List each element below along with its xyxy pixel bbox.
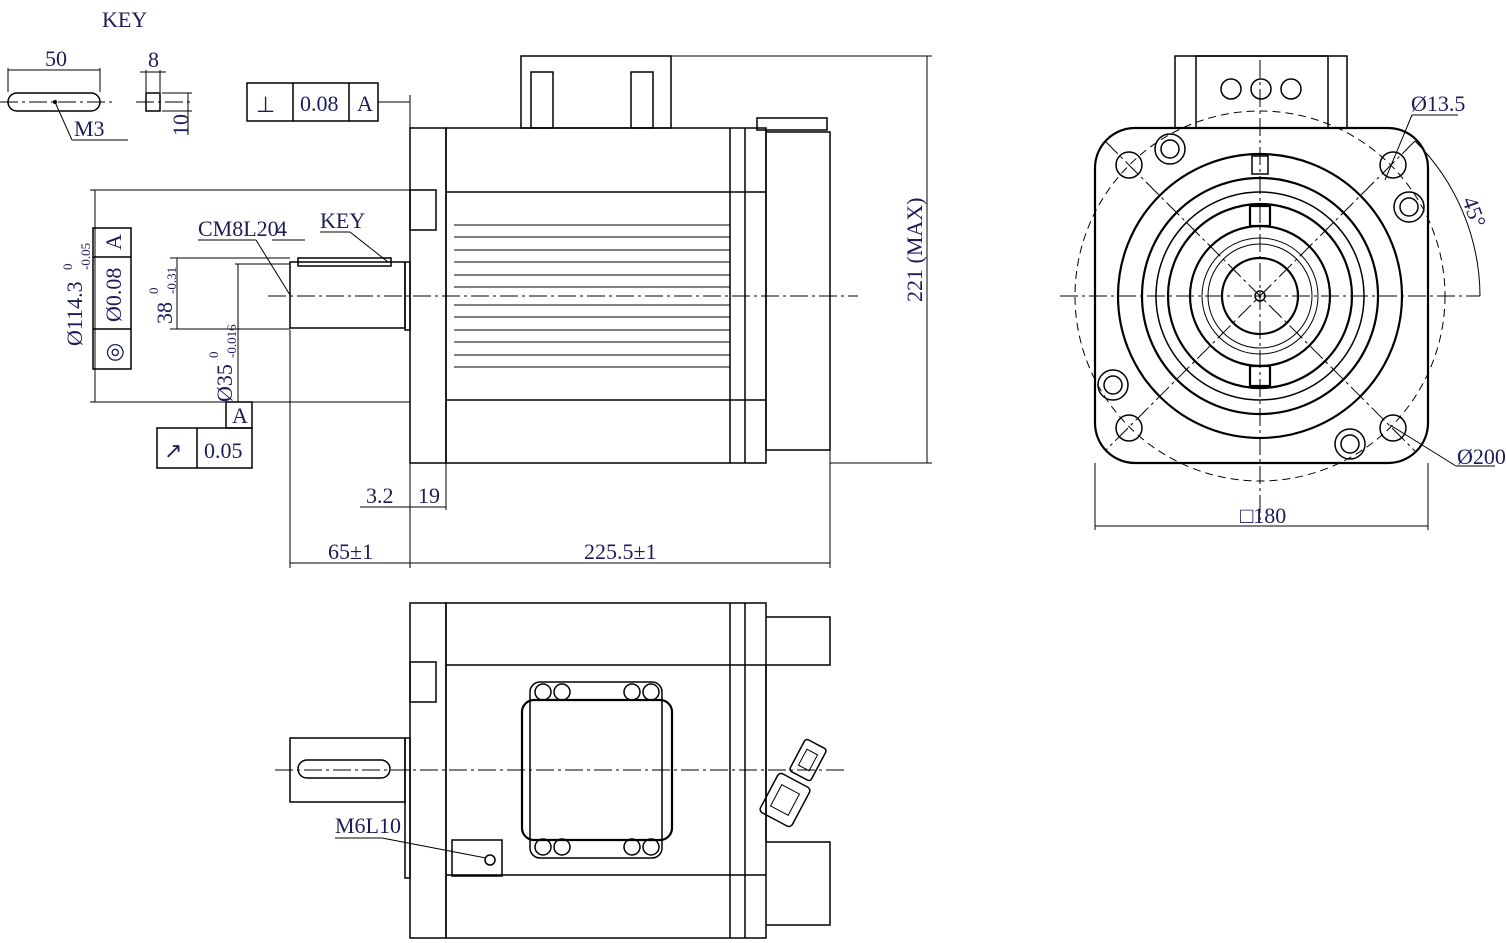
- key-height-upper: 0: [146, 288, 161, 295]
- key-height-value: 38: [152, 302, 177, 324]
- key-height: 10: [168, 114, 193, 136]
- perpendicularity-tolerance: 0.08: [300, 91, 339, 116]
- key-width: 8: [148, 47, 159, 72]
- side-view: Ø114.3 0 -0.05 A Ø0.08 ◎ 38 0 -0.31 Ø35 …: [60, 55, 932, 568]
- perpendicularity-datum: A: [357, 91, 373, 116]
- bottom-thread-label: M6L10: [335, 813, 401, 838]
- flange-depth: 19: [418, 483, 440, 508]
- body-length: 225.5±1: [584, 539, 657, 564]
- runout-tolerance: 0.05: [204, 438, 243, 463]
- flange-thickness: 3.2: [366, 483, 394, 508]
- thread-label: CM8L20: [198, 216, 279, 241]
- shaft-upper: 0: [206, 352, 221, 359]
- key-detail: KEY 50 M3 8 10: [0, 7, 193, 141]
- shaft-lower: -0.016: [224, 324, 239, 358]
- angle: 45°: [1457, 193, 1491, 231]
- bottom-view: M6L10: [275, 602, 848, 939]
- runout-symbol: ↗: [164, 438, 182, 463]
- square-size: □180: [1240, 503, 1286, 528]
- key-title: KEY: [102, 7, 147, 32]
- perpendicularity-symbol: ⊥: [256, 92, 275, 117]
- spigot-upper: 0: [60, 264, 75, 271]
- coaxiality-datum: A: [101, 234, 126, 250]
- key-length: 50: [45, 46, 67, 71]
- runout-datum: A: [232, 403, 248, 428]
- perpendicularity-frame: ⊥ 0.08 A: [246, 82, 411, 130]
- spigot-dia: Ø114.3: [62, 281, 87, 346]
- pcd: Ø200: [1457, 444, 1506, 469]
- key-label: KEY: [320, 208, 365, 233]
- spigot-lower: -0.05: [78, 243, 93, 270]
- hole-dia: Ø13.5: [1411, 91, 1465, 116]
- coaxiality-tolerance: Ø0.08: [101, 268, 126, 322]
- key-height-lower: -0.31: [164, 267, 179, 294]
- front-view: □180 Ø13.5 45° Ø200: [1060, 55, 1506, 530]
- key-offset: 4: [276, 216, 287, 241]
- shaft-length: 65±1: [328, 539, 373, 564]
- overall-height: 221 (MAX): [902, 198, 927, 303]
- key-thread: M3: [74, 116, 105, 141]
- coaxiality-symbol: ◎: [101, 343, 126, 362]
- shaft-dia: Ø35: [212, 364, 237, 402]
